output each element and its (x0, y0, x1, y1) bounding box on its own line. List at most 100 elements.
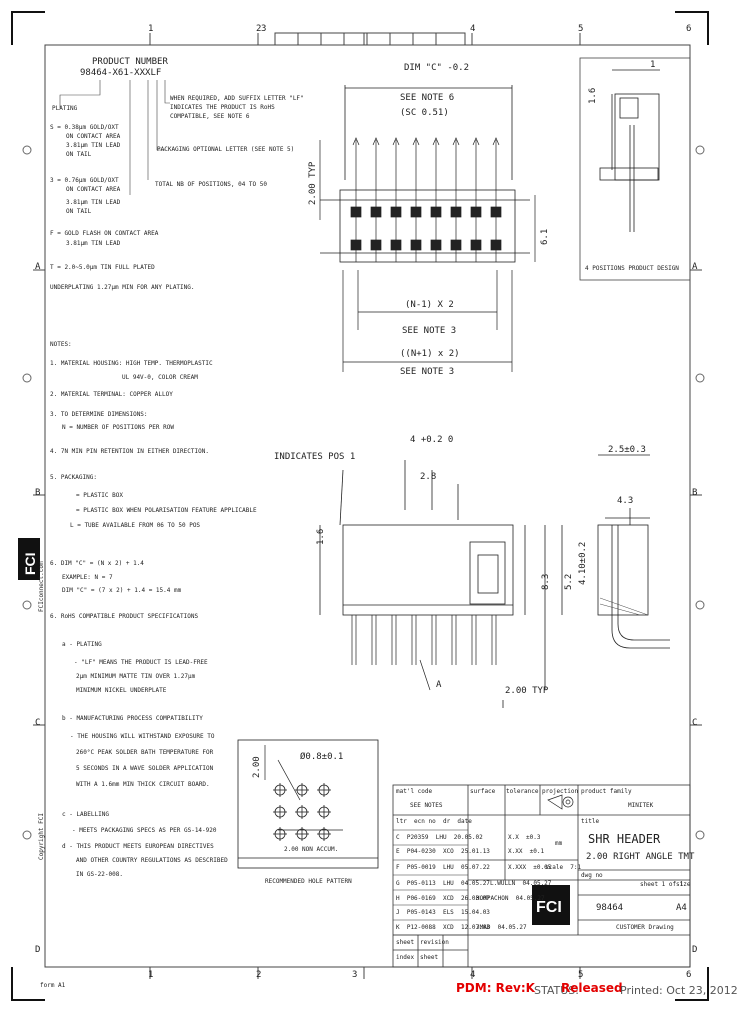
pin-top-row (430, 206, 442, 218)
dim-8-3: 8.3 (541, 573, 551, 590)
rev-row-f: F P05-0019 LHU 05.07.22 (396, 864, 490, 871)
copyright: Copyright FCI (38, 813, 45, 860)
positions-note: TOTAL NB OF POSITIONS, 04 TO 50 (155, 181, 267, 188)
customer-drawing: CUSTOMER Drawing (616, 924, 674, 931)
pin-top-row (470, 206, 482, 218)
hole-pitch-vertical: 2.00 (252, 756, 262, 778)
note-7c-2: - MEETS PACKAGING SPECS AS PER GS-14-920 (72, 827, 217, 834)
rev-row-j: J P05-0143 ELS 15.04.03 (396, 909, 490, 916)
rev-row-e: E P04-0230 XCO 25.01.13 (396, 848, 490, 855)
pin-bottom-row (350, 239, 362, 251)
n-plus-dim: ((N+1) x 2) (400, 349, 460, 359)
dim-c-label: DIM "C" -0.2 (404, 63, 470, 73)
col-2-label: 2 (256, 24, 262, 34)
indicates-pos-1: INDICATES POS 1 (274, 452, 356, 462)
revision-column-header: ltr ecn no dr date (396, 818, 472, 825)
pin-tip (352, 137, 360, 146)
bottom-col-6: 6 (686, 970, 692, 980)
plating-header: PLATING (52, 105, 78, 112)
non-accum-label: 2.00 NON ACCUM. (284, 846, 339, 853)
drawing-title-1: SHR HEADER (588, 832, 661, 846)
fci-website: FCIconnect.com (38, 561, 45, 612)
pin-tip (392, 137, 400, 146)
note-7b-4: 5 SECONDS IN A WAVE SOLDER APPLICATION (76, 765, 214, 772)
section-a-label: A (436, 680, 442, 690)
see-note-3a: SEE NOTE 3 (402, 326, 457, 336)
product-number-code: 98464-X61-XXXLF (80, 68, 162, 78)
note-5-polar: = PLASTIC BOX WHEN POLARISATION FEATURE … (76, 507, 257, 514)
product-family-value: MINITEK (628, 802, 654, 809)
see-note-6: SEE NOTE 6 (400, 93, 455, 103)
lf-note-2: INDICATES THE PRODUCT IS RoHS (170, 104, 275, 111)
note-7d-3: IN GS-22-008. (76, 871, 123, 878)
tol-row-1: X.X ±0.3 (508, 834, 541, 841)
note-4: 4. 7N MIN PIN RETENTION IN EITHER DIRECT… (50, 448, 209, 455)
product-family-header: product family (581, 788, 632, 795)
note-3a: 3. TO DETERMINE DIMENSIONS: (50, 411, 148, 418)
note-7b-1: b - MANUFACTURING PROCESS COMPATIBILITY (62, 715, 203, 722)
pdm-revision: PDM: Rev:K (456, 981, 535, 995)
note-6c: DIM "C" = (7 x 2) + 1.4 = 15.4 mm (62, 587, 182, 594)
scale-label: scale 7:1 (545, 864, 582, 871)
one-six-mid: 1.6 (316, 528, 326, 545)
row-c-label: C (35, 718, 41, 728)
four-three-dim: 4.3 (617, 496, 634, 506)
note-6b: EXAMPLE: N = 7 (62, 574, 113, 581)
lf-note-3: COMPATIBLE, SEE NOTE 6 (170, 113, 250, 120)
surface-header: surface (470, 788, 496, 795)
drawing-title-2: 2.00 RIGHT ANGLE TMT (586, 852, 695, 862)
pin-tip (472, 137, 480, 146)
printed-date: Printed: Oct 23, 2012 (620, 984, 738, 997)
row-d-label: D (35, 945, 41, 955)
note-1b: UL 94V-0, COLOR CREAM (122, 374, 198, 381)
plating-f-1: F = GOLD FLASH ON CONTACT AREA (50, 230, 159, 237)
note-7a-4: MINIMUM NICKEL UNDERPLATE (76, 687, 167, 694)
svg-text:FCI: FCI (22, 552, 38, 575)
form-id: form A1 (40, 982, 66, 989)
see-note-3b: SEE NOTE 3 (400, 367, 455, 377)
revision-header: revision (420, 939, 449, 946)
two-eight-dim: 2.8 (420, 472, 437, 482)
two-five-dim: 2.5±0.3 (608, 445, 646, 455)
status-label: STATUS: (534, 984, 579, 997)
pin-top-row (370, 206, 382, 218)
pin-tip (492, 137, 500, 146)
pin-bottom-row (370, 239, 382, 251)
note-7a-1: a - PLATING (62, 641, 102, 648)
pin-bottom-row (430, 239, 442, 251)
rev-row-h: H P06-0169 XCD 26.03.07 (396, 895, 490, 902)
pin-bottom-row (410, 239, 422, 251)
approval-2: HOMPACHON 04.05.27 (476, 895, 545, 902)
note-5-tube: L = TUBE AVAILABLE FROM 06 TO 50 POS (70, 522, 201, 529)
note-7a-3: 2μm MINIMUM MATTE TIN OVER 1.27μm (76, 673, 196, 680)
projection-header: projection (542, 788, 579, 795)
pin-bottom-row (470, 239, 482, 251)
note-7d-2: AND OTHER COUNTRY REGULATIONS AS DESCRIB… (76, 857, 228, 864)
note-7b-5: WITH A 1.6mm MIN THICK CIRCUIT BOARD. (76, 781, 210, 788)
right-row-d: D (692, 945, 698, 955)
approval-1: L.WULLN 04.05.27 (490, 880, 552, 887)
plating-s-2: ON CONTACT AREA (66, 133, 121, 140)
bottom-col-3: 3 (352, 970, 358, 980)
hole-diameter: Ø0.8±0.1 (300, 752, 344, 762)
bottom-col-4: 4 (470, 970, 476, 980)
svg-text:FCI: FCI (536, 899, 562, 916)
plating-3-3: 3.81μm TIN LEAD (66, 199, 121, 206)
pin-tip (372, 137, 380, 146)
pin-bottom-row (490, 239, 502, 251)
size-header: size (676, 881, 691, 888)
bottom-col-2: 2 (256, 970, 262, 980)
col-4-label: 4 (470, 24, 476, 34)
product-number-title: PRODUCT NUMBER (92, 57, 168, 67)
pin-top-row (350, 206, 362, 218)
pin-tip (452, 137, 460, 146)
index-header: index (396, 954, 415, 961)
note-rohs-title: 6. RoHS COMPATIBLE PRODUCT SPECIFICATION… (50, 613, 199, 620)
pin-tip (412, 137, 420, 146)
note-5-box: = PLASTIC BOX (76, 492, 123, 499)
note-7b-3: 260°C PEAK SOLDER BATH TEMPERATURE FOR (76, 749, 214, 756)
dim-5-2: 5.2 (564, 573, 574, 590)
bottom-col-5: 5 (578, 970, 584, 980)
plating-t-1: T = 2.0~5.0μm TIN FULL PLATED (50, 264, 155, 271)
right-row-a: A (692, 262, 698, 272)
